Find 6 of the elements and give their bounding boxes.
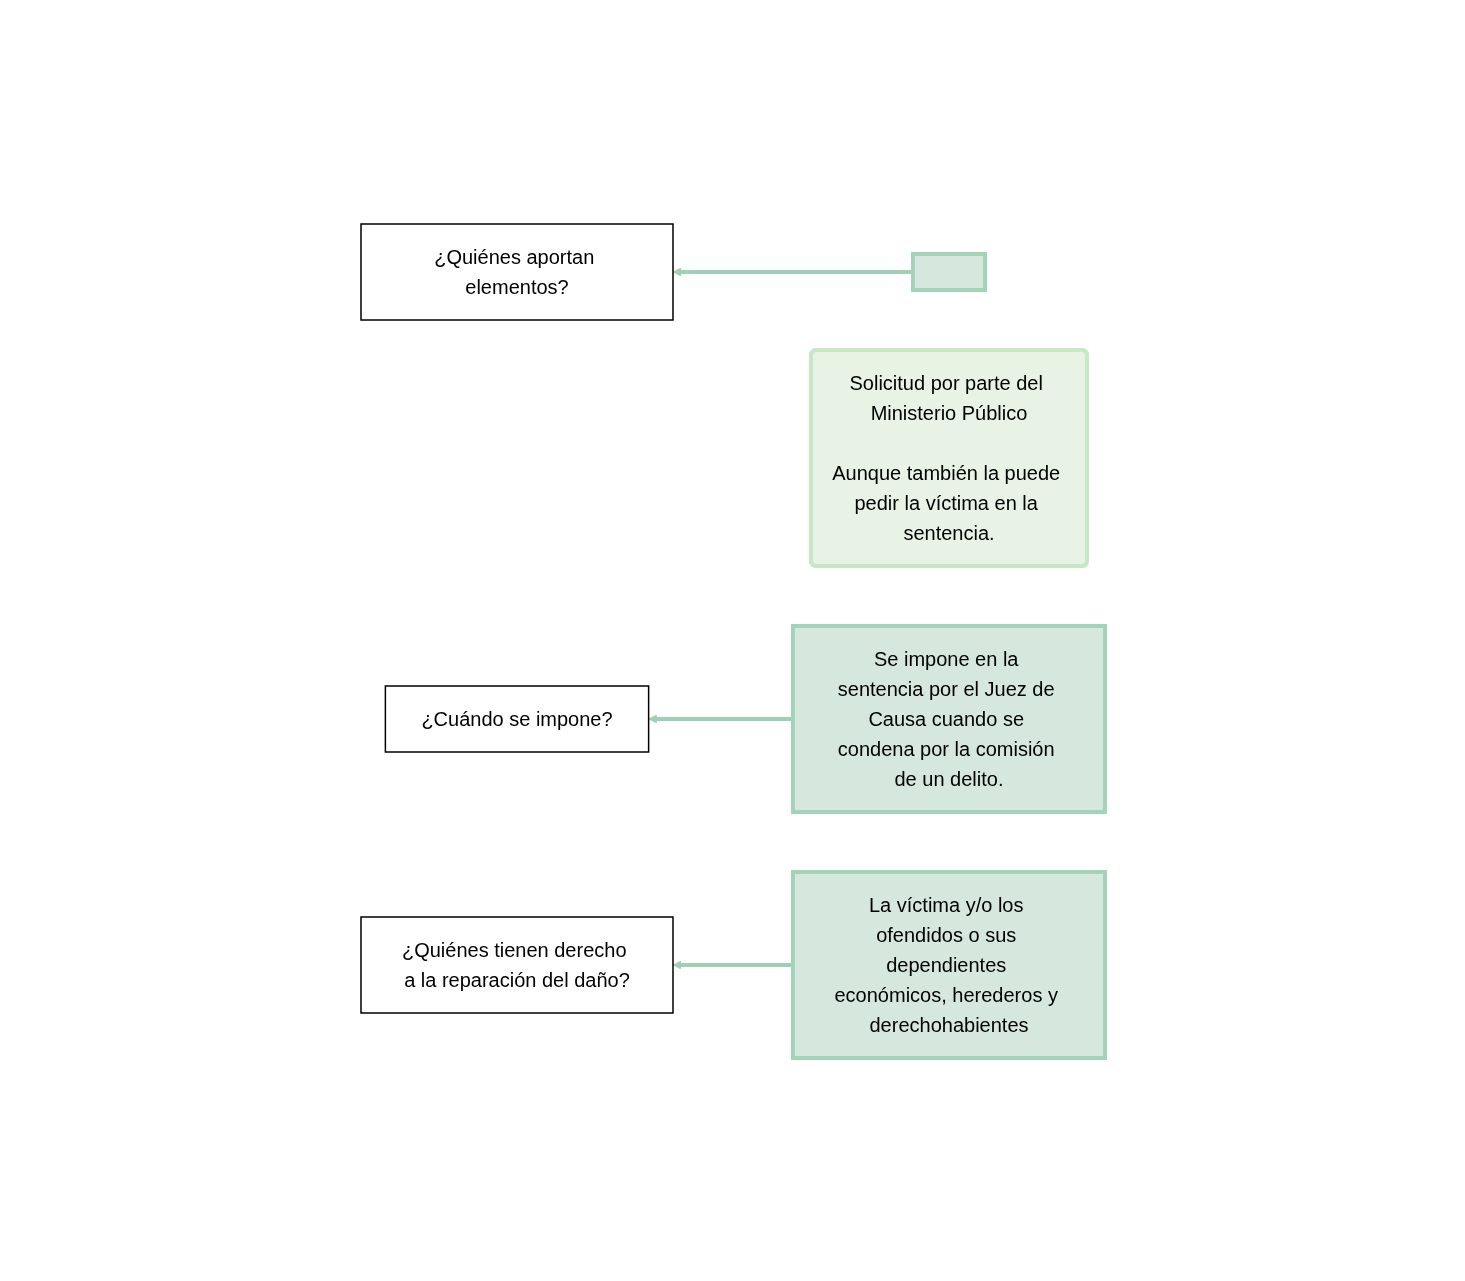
node-box: Se impone en la sentencia por el Juez de Causa cuando se condena por la comisión de un delito. (790, 623, 1107, 814)
node-box: ¿Quiénes aportan elementos? (359, 222, 674, 321)
node-box: ¿Cuándo se impone? (384, 684, 649, 753)
node-box: La víctima y/o los ofendidos o sus dependientes económicos, herederos y derechohabientes (790, 869, 1107, 1060)
node-box: ¿Quiénes tienen derecho a la reparación del daño? (359, 915, 674, 1014)
node-box (910, 251, 987, 292)
